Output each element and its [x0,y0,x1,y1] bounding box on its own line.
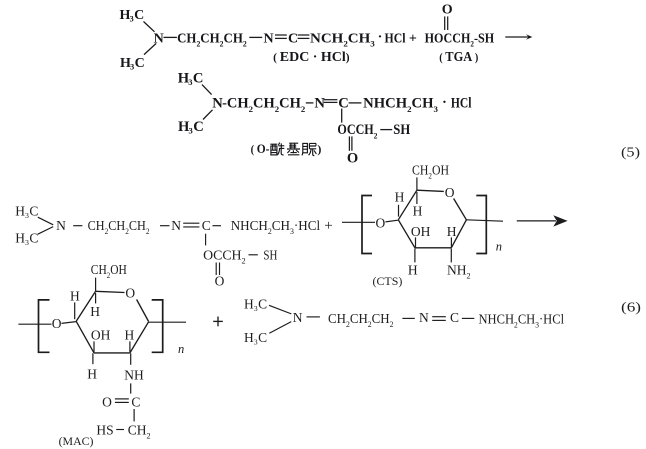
svg-text:C: C [258,297,267,312]
svg-text:O: O [102,394,112,409]
svg-text:C: C [193,71,204,87]
svg-text:N: N [171,218,181,233]
svg-text:( O-: ( O- [251,141,270,156]
svg-text:O: O [376,216,386,231]
svg-text:C: C [29,204,38,219]
svg-text:N: N [212,95,223,111]
svg-text:OH: OH [91,327,111,342]
svg-text:C: C [288,31,298,46]
svg-text:H: H [120,56,131,71]
svg-text:CH2CH2CH2: CH2CH2CH2 [177,31,247,48]
svg-text:·: · [442,94,447,110]
svg-text:3: 3 [130,63,134,72]
svg-text:H: H [244,330,254,345]
svg-text:3: 3 [188,77,192,87]
svg-text:CH2OH: CH2OH [412,163,449,181]
svg-text:N: N [56,218,66,233]
svg-text:SH: SH [393,122,410,138]
svg-text:N: N [293,310,303,325]
svg-text:O: O [445,185,455,200]
svg-text:H: H [178,71,190,87]
svg-text:HCl: HCl [451,95,472,111]
svg-text:NH2: NH2 [447,263,471,281]
svg-text:3: 3 [189,126,193,136]
svg-text:O: O [442,3,453,18]
svg-text:C: C [193,119,204,135]
svg-text:H: H [15,231,25,246]
svg-text:H: H [90,304,100,319]
svg-text:SH: SH [263,247,277,262]
svg-text:H: H [408,263,418,278]
svg-text:C: C [131,394,140,409]
svg-text:CH2CH2CH2: CH2CH2CH2 [328,311,394,329]
svg-text:( EDC · HCl): ( EDC · HCl) [273,50,350,65]
svg-text:NH: NH [124,368,144,383]
svg-text:(6): (6) [621,301,641,316]
svg-text:N: N [154,31,164,46]
svg-text:H: H [120,8,131,23]
svg-text:C: C [135,56,145,71]
svg-text:HS: HS [96,422,113,437]
svg-text:CH2: CH2 [128,422,151,440]
svg-text:C: C [338,95,349,111]
svg-text:O: O [215,274,225,289]
svg-text:3: 3 [254,337,258,346]
svg-text:n: n [178,342,184,356]
svg-text:NHCH2CH3: NHCH2CH3 [363,95,438,113]
svg-text:(MAC): (MAC) [59,436,94,448]
svg-text:3: 3 [25,211,29,220]
svg-text:H: H [15,204,25,219]
svg-text:3: 3 [254,304,258,313]
svg-text:H: H [125,327,135,342]
svg-text:H: H [178,119,190,135]
svg-text:HCl: HCl [385,31,406,46]
svg-text:): ) [317,142,321,156]
svg-text:H: H [413,203,423,218]
svg-text:·: · [378,30,383,45]
svg-text:O: O [125,285,135,300]
svg-text:C: C [134,8,144,23]
svg-text:N: N [314,95,325,111]
svg-text:3: 3 [130,15,134,24]
svg-text:NHCH2CH3·HCl: NHCH2CH3·HCl [231,218,321,236]
svg-text:3: 3 [25,238,29,247]
svg-text:H: H [447,224,457,239]
svg-text:N: N [419,310,429,325]
svg-text:OH: OH [411,224,431,239]
svg-text:C: C [258,330,267,345]
svg-text:+: + [324,218,332,234]
svg-text:H: H [87,367,97,382]
svg-text:n: n [496,240,502,254]
svg-text:H: H [70,288,80,303]
svg-text:(5): (5) [621,145,640,160]
svg-text:H: H [395,189,405,204]
svg-text:N: N [264,31,274,46]
svg-text:( TGA ): ( TGA ) [439,50,478,65]
svg-text:-CH2CH2CH2: -CH2CH2CH2 [222,95,306,113]
svg-text:CH2OH: CH2OH [91,262,127,280]
svg-text:H: H [244,297,254,312]
svg-text:NHCH2CH3·HCl: NHCH2CH3·HCl [479,311,565,329]
svg-text:O: O [52,316,62,331]
svg-text:C: C [202,218,211,233]
svg-text:OCCH2: OCCH2 [337,122,377,140]
svg-text:HOCCH2-SH: HOCCH2-SH [425,31,495,48]
svg-text:(CTS): (CTS) [373,276,403,288]
svg-text:C: C [450,310,459,325]
svg-text:O: O [347,151,358,167]
svg-text:+: + [409,31,417,46]
svg-text:OCCH2: OCCH2 [203,247,246,265]
svg-text:CH2CH2CH2: CH2CH2CH2 [88,218,150,236]
svg-text:C: C [29,231,38,246]
